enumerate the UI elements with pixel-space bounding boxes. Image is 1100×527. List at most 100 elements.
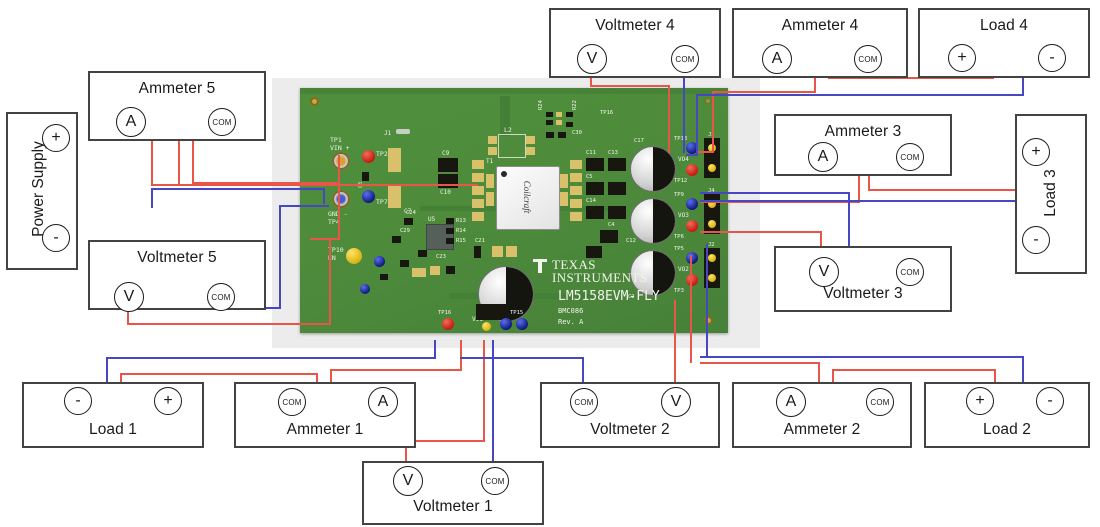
load-2-plus-terminal[interactable]: +: [966, 387, 994, 415]
voltmeter-4-label: Voltmeter 4: [595, 17, 675, 34]
ammeter-5-box[interactable]: Ammeter 5 A COM: [88, 71, 266, 141]
ti-branding: TEXAS INSTRUMENTS LM5158EVM-FLY BMC086 R…: [532, 258, 660, 326]
ammeter-5-com-terminal[interactable]: COM: [208, 108, 236, 136]
load-4-box[interactable]: Load 4 + -: [918, 8, 1090, 78]
pad: [412, 268, 426, 277]
testpoint-tp7: [362, 190, 375, 203]
wire-am4-board-tp: [698, 151, 714, 153]
voltmeter-1-box[interactable]: Voltmeter 1 V COM: [362, 461, 544, 525]
voltmeter-4-v-terminal[interactable]: V: [577, 44, 607, 74]
ammeter-3-a-terminal[interactable]: A: [808, 142, 838, 172]
voltmeter-5-com-terminal[interactable]: COM: [207, 283, 235, 311]
smd-cap: [608, 206, 626, 219]
ammeter-2-com-terminal[interactable]: COM: [866, 388, 894, 416]
l2-pad: [526, 147, 535, 155]
silk-tp9: TP9: [674, 192, 684, 198]
silk-l2: L2: [504, 126, 512, 134]
wire-vm1-v-board: [483, 340, 485, 442]
voltmeter-4-com-terminal[interactable]: COM: [671, 45, 699, 73]
ti-vendor-line2: INSTRUMENTS: [552, 270, 648, 285]
silk-c29: C29: [400, 228, 410, 234]
wire-vm3-v-h: [700, 231, 822, 233]
voltmeter-3-com-terminal[interactable]: COM: [896, 258, 924, 286]
voltmeter-1-v-terminal[interactable]: V: [393, 466, 423, 496]
voltmeter-2-box[interactable]: Voltmeter 2 COM V: [540, 382, 720, 448]
pad: [472, 186, 484, 195]
smd-part: [392, 236, 401, 243]
smd-pad: [556, 112, 562, 117]
load-1-box[interactable]: Load 1 - +: [22, 382, 204, 448]
silk-tp16: TP16: [600, 110, 614, 116]
wire-am1-a-board-v: [460, 340, 462, 370]
ammeter-1-label: Ammeter 1: [286, 421, 364, 438]
ammeter-2-a-terminal[interactable]: A: [776, 387, 806, 417]
wire-vm4-v-h: [590, 85, 670, 87]
silk-c11: C11: [586, 150, 596, 156]
load-4-minus-terminal[interactable]: -: [1038, 44, 1066, 72]
wire-vm5-v-h: [127, 323, 331, 325]
load-3-plus-terminal[interactable]: +: [1022, 138, 1050, 166]
voltmeter-3-box[interactable]: Voltmeter 3 V COM: [774, 246, 952, 312]
voltmeter-5-box[interactable]: Voltmeter 5 V COM: [88, 240, 266, 312]
ammeter-1-com-terminal[interactable]: COM: [278, 388, 306, 416]
voltmeter-4-box[interactable]: Voltmeter 4 V COM: [549, 8, 721, 78]
power-supply-box[interactable]: Power Supply + -: [6, 112, 78, 270]
pad: [570, 160, 582, 169]
power-supply-plus-terminal[interactable]: +: [42, 124, 70, 152]
smd-pad: [556, 120, 562, 125]
ammeter-4-com-terminal[interactable]: COM: [854, 45, 882, 73]
ammeter-3-com-terminal[interactable]: COM: [896, 143, 924, 171]
voltmeter-2-v-terminal[interactable]: V: [661, 387, 691, 417]
pad: [430, 266, 440, 275]
testpoint-gnd2: [374, 256, 385, 267]
ammeter-3-box[interactable]: Ammeter 3 A COM: [774, 114, 952, 176]
pad: [570, 199, 582, 208]
vin-banana-jack: [332, 152, 350, 170]
voltmeter-1-com-terminal[interactable]: COM: [481, 467, 509, 495]
ammeter-2-box[interactable]: Ammeter 2 A COM: [732, 382, 912, 448]
ammeter-1-box[interactable]: Ammeter 1 COM A: [234, 382, 416, 448]
pad: [472, 199, 484, 208]
silk-j1: J1: [384, 130, 392, 137]
mounting-hole: [310, 97, 319, 106]
voltmeter-3-v-terminal[interactable]: V: [809, 257, 839, 287]
load-1-minus-terminal[interactable]: -: [64, 387, 92, 415]
wire-board-bottom-red: [690, 255, 692, 363]
output-capacitor-c2: [630, 250, 676, 296]
smd-cap: [438, 158, 458, 172]
ammeter-3-label: Ammeter 3: [824, 123, 902, 140]
j4-pin: [708, 200, 716, 208]
wire-load2-minus-board: [700, 356, 1024, 358]
load-3-box[interactable]: Load 3 + -: [1015, 114, 1087, 274]
ammeter-4-a-terminal[interactable]: A: [762, 44, 792, 74]
load-2-minus-terminal[interactable]: -: [1036, 387, 1064, 415]
silk-r15: R15: [456, 238, 466, 244]
load-1-plus-terminal[interactable]: +: [154, 387, 182, 415]
load-3-minus-terminal[interactable]: -: [1022, 226, 1050, 254]
ammeter-1-a-terminal[interactable]: A: [368, 387, 398, 417]
testpoint-en: [346, 248, 362, 264]
wire-load4-board-tp: [686, 154, 698, 156]
wire-vm2-v-board: [674, 300, 676, 356]
load-4-plus-terminal[interactable]: +: [948, 44, 976, 72]
ammeter-5-a-terminal[interactable]: A: [116, 107, 146, 137]
voltmeter-5-v-terminal[interactable]: V: [114, 282, 144, 312]
ammeter-4-box[interactable]: Ammeter 4 A COM: [732, 8, 908, 78]
wire-am4-a-board-h: [712, 91, 816, 93]
testpoint-tp5: [686, 252, 698, 264]
smd-resistor: [446, 228, 454, 234]
smd-part: [418, 250, 427, 257]
power-supply-minus-terminal[interactable]: -: [42, 224, 70, 252]
testpoint-vo1-gnd: [500, 318, 512, 330]
load-2-box[interactable]: Load 2 + -: [924, 382, 1090, 448]
voltmeter-3-label: Voltmeter 3: [823, 285, 903, 302]
silk-c30: C30: [572, 130, 582, 136]
ammeter-5-label: Ammeter 5: [138, 80, 216, 97]
load-3-label: Load 3: [1042, 169, 1059, 217]
voltmeter-2-label: Voltmeter 2: [590, 421, 670, 438]
l2-outline: [498, 134, 526, 158]
voltmeter-2-com-terminal[interactable]: COM: [570, 388, 598, 416]
silk-tp4: TP4: [328, 218, 340, 226]
silk-tp4-net: GND -: [328, 210, 348, 218]
j2-pin: [708, 274, 716, 282]
